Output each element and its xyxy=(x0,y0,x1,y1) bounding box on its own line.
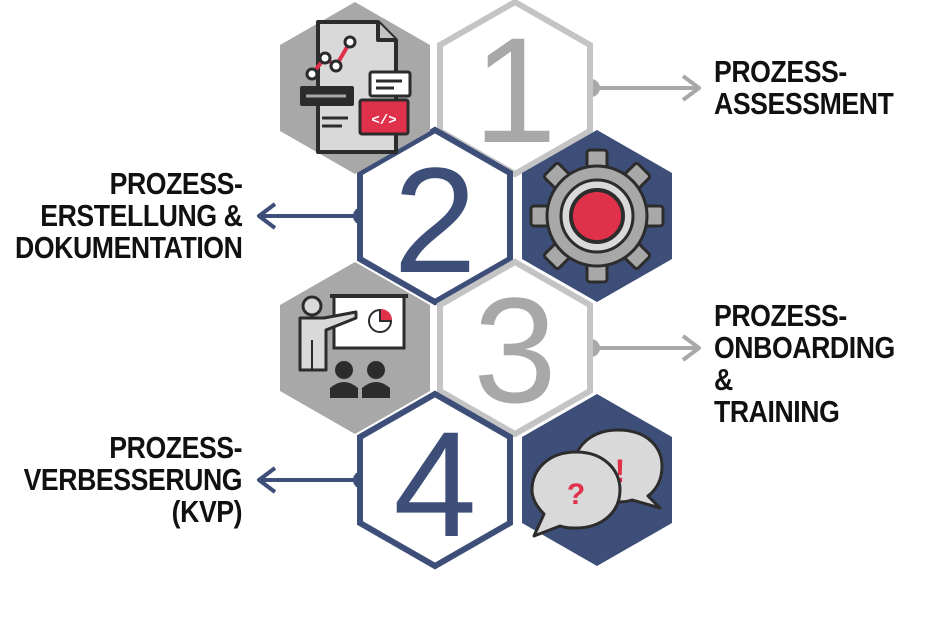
step-2-label-line: ERSTELLUNG & xyxy=(39,198,243,233)
step-2-label: PROZESS- ERSTELLUNG & DOKUMENTATION xyxy=(14,166,243,265)
step-4-label: PROZESS- VERBESSERUNG (KVP) xyxy=(23,432,242,528)
step-number-3: 3 xyxy=(473,266,556,434)
step-4-label-line: PROZESS- xyxy=(109,430,243,465)
step-4-label-line: (KVP) xyxy=(171,494,243,529)
step-3-label-line: PROZESS- xyxy=(714,298,847,333)
connector-step-1 xyxy=(582,74,701,102)
step-1-label-line: ASSESSMENT xyxy=(714,86,894,121)
hexagon-step-2: 2 xyxy=(357,126,513,306)
step-3-label-line: ONBOARDING & xyxy=(714,330,895,397)
speech-bubbles-icon: ! ? xyxy=(522,394,672,566)
step-number-2: 2 xyxy=(393,136,476,304)
analytics-document-icon: </> xyxy=(280,2,430,174)
connector-step-4 xyxy=(257,466,371,494)
step-1-label-line: PROZESS- xyxy=(714,54,847,89)
svg-text:?: ? xyxy=(567,478,585,511)
step-4-label-line: VERBESSERUNG xyxy=(23,462,242,497)
presentation-icon xyxy=(280,262,430,434)
svg-text:!: ! xyxy=(615,453,626,489)
hexagon-step-1: 1 xyxy=(437,0,593,178)
connector-step-2 xyxy=(257,202,371,230)
step-2-label-line: DOKUMENTATION xyxy=(14,230,243,265)
gear-icon xyxy=(522,130,672,302)
step-3-label: PROZESS- ONBOARDING & TRAINING xyxy=(714,300,908,428)
step-number-4: 4 xyxy=(393,400,476,568)
step-number-1: 1 xyxy=(473,6,556,174)
connector-step-3 xyxy=(582,334,701,362)
hexagon-step-3: 3 xyxy=(437,258,593,438)
step-3-label-line: TRAINING xyxy=(714,394,840,429)
step-2-label-line: PROZESS- xyxy=(109,166,243,201)
step-1-label: PROZESS- ASSESSMENT xyxy=(714,54,894,121)
svg-text:</>: </> xyxy=(371,113,396,129)
hexagon-step-4: 4 xyxy=(357,390,513,570)
